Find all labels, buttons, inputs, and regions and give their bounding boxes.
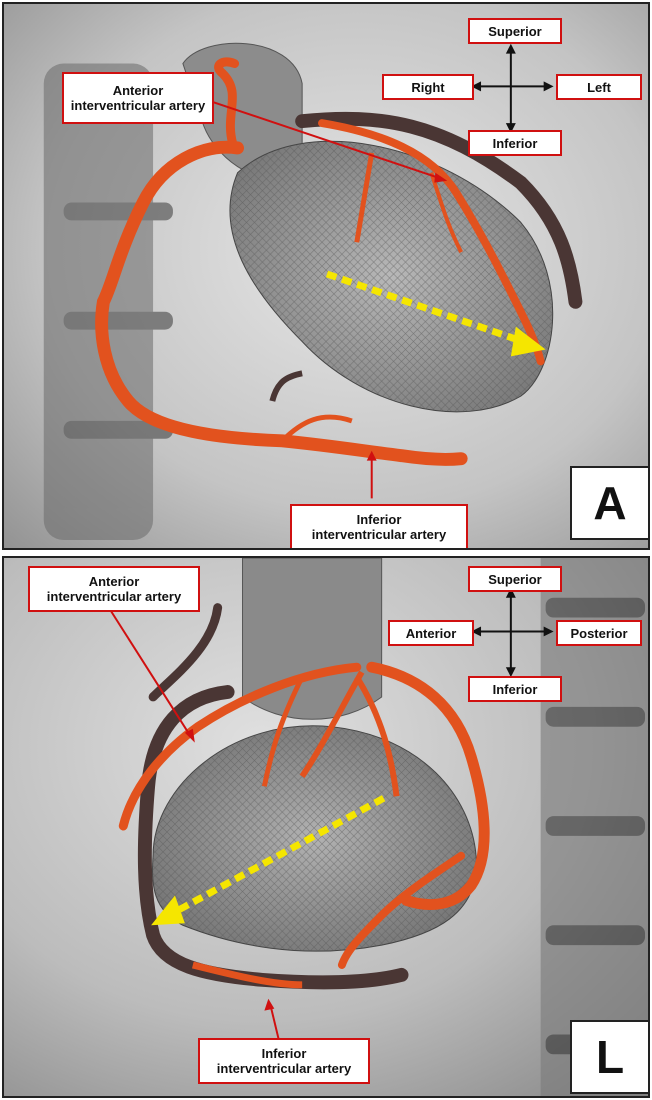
anterior-artery-callout: Anterior interventricular artery <box>62 72 214 124</box>
callout-line-2: interventricular artery <box>47 589 181 604</box>
orientation-superior-label: Superior <box>468 18 562 44</box>
view-label-l: L <box>570 1020 650 1094</box>
anterior-artery-callout: Anterior interventricular artery <box>28 566 200 612</box>
callout-line-2: interventricular artery <box>312 527 446 542</box>
view-label-a: A <box>570 466 650 540</box>
panel-a: Superior Right Left Inferior Anterior in… <box>2 2 650 550</box>
orientation-right-label: Right <box>382 74 474 100</box>
callout-line-1: Anterior <box>113 83 164 98</box>
panel-l-image <box>4 558 648 1096</box>
inferior-artery-callout: Inferior interventricular artery <box>198 1038 370 1084</box>
orientation-inferior-label: Inferior <box>468 130 562 156</box>
orientation-anterior-label: Anterior <box>388 620 474 646</box>
orientation-superior-label: Superior <box>468 566 562 592</box>
callout-line-1: Anterior <box>89 574 140 589</box>
callout-line-1: Inferior <box>357 512 402 527</box>
orientation-left-label: Left <box>556 74 642 100</box>
callout-line-2: interventricular artery <box>217 1061 351 1076</box>
orientation-inferior-label: Inferior <box>468 676 562 702</box>
inferior-artery-callout: Inferior interventricular artery <box>290 504 468 550</box>
orientation-posterior-label: Posterior <box>556 620 642 646</box>
panel-l: Superior Anterior Posterior Inferior Ant… <box>2 556 650 1098</box>
callout-line-2: interventricular artery <box>71 98 205 113</box>
callout-line-1: Inferior <box>262 1046 307 1061</box>
